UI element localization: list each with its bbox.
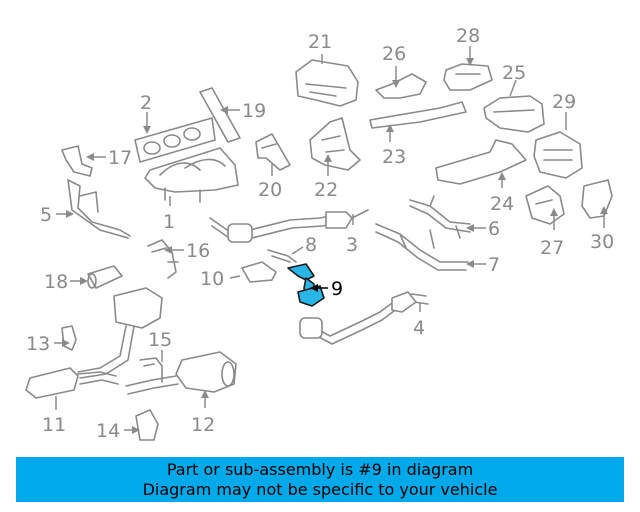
svg-text:1: 1 <box>163 211 175 233</box>
callout-1: 1 <box>163 196 175 233</box>
part-10-bracket[interactable] <box>241 261 277 283</box>
callout-29: 29 <box>552 91 576 130</box>
svg-text:6: 6 <box>488 218 500 240</box>
part-29-heat-shield[interactable] <box>533 131 583 179</box>
svg-text:25: 25 <box>502 62 526 84</box>
part-1-exhaust-manifold[interactable] <box>144 147 239 203</box>
callout-20: 20 <box>258 164 282 201</box>
svg-text:20: 20 <box>258 179 282 201</box>
callout-6: 6 <box>466 218 500 240</box>
callout-24: 24 <box>490 172 514 215</box>
callout-18: 18 <box>44 271 88 293</box>
part-17-bracket[interactable] <box>61 145 93 177</box>
callout-11: 11 <box>42 396 66 436</box>
part-18-tail-pipe-tip[interactable] <box>87 265 123 289</box>
callout-23: 23 <box>382 124 406 168</box>
callout-7: 7 <box>466 254 500 276</box>
svg-text:10: 10 <box>200 268 224 290</box>
callout-12: 12 <box>191 390 215 436</box>
part-4-intermediate-pipe[interactable] <box>299 291 429 345</box>
callout-10: 10 <box>200 268 241 290</box>
part-21-heat-shield[interactable] <box>295 59 359 107</box>
callout-26: 26 <box>382 43 406 88</box>
part-15-hanger[interactable] <box>139 357 163 383</box>
svg-text:4: 4 <box>413 317 425 339</box>
svg-text:24: 24 <box>490 193 514 215</box>
svg-text:13: 13 <box>26 333 50 355</box>
svg-text:22: 22 <box>314 179 338 201</box>
svg-text:11: 11 <box>42 414 66 436</box>
callout-16: 16 <box>164 240 210 262</box>
callout-19: 19 <box>220 100 266 122</box>
svg-text:21: 21 <box>308 31 332 53</box>
svg-text:9: 9 <box>331 278 343 300</box>
svg-text:15: 15 <box>148 329 172 351</box>
part-2-manifold-gasket[interactable] <box>134 117 216 163</box>
part-3-front-pipe[interactable] <box>209 209 369 243</box>
part-20-bracket[interactable] <box>255 133 291 171</box>
banner-line-disclaimer: Diagram may not be specific to your vehi… <box>142 479 498 499</box>
svg-text:12: 12 <box>191 414 215 436</box>
part-5-mounting-bracket[interactable] <box>67 179 131 239</box>
callout-3: 3 <box>346 214 358 256</box>
callout-30: 30 <box>590 206 614 253</box>
callout-2: 2 <box>140 92 152 134</box>
callout-21: 21 <box>308 31 332 64</box>
part-30-heat-shield[interactable] <box>581 179 613 219</box>
callout-28: 28 <box>456 25 480 66</box>
svg-text:8: 8 <box>305 234 317 256</box>
banner-line-part: Part or sub-assembly is #9 in diagram <box>166 459 474 479</box>
part-6-crossmember[interactable] <box>409 195 471 239</box>
callout-5: 5 <box>40 204 74 226</box>
svg-text:29: 29 <box>552 91 576 113</box>
svg-text:3: 3 <box>346 234 358 256</box>
svg-text:17: 17 <box>108 147 132 169</box>
info-banner: Part or sub-assembly is #9 in diagram Di… <box>16 457 624 502</box>
callout-17: 17 <box>86 147 132 169</box>
svg-text:18: 18 <box>44 271 68 293</box>
svg-text:19: 19 <box>242 100 266 122</box>
callout-4: 4 <box>413 303 425 339</box>
callout-14: 14 <box>96 420 140 442</box>
part-7-crossmember[interactable] <box>375 223 469 271</box>
part-28-heat-shield[interactable] <box>443 63 493 91</box>
svg-text:16: 16 <box>186 240 210 262</box>
part-19-heat-shield[interactable] <box>199 87 241 143</box>
svg-text:27: 27 <box>540 237 564 259</box>
part-12-rear-muffler[interactable] <box>125 351 237 395</box>
part-11-muffler-assembly[interactable] <box>25 287 163 399</box>
callout-9: 9 <box>310 278 343 300</box>
svg-text:2: 2 <box>140 92 152 114</box>
callout-25: 25 <box>502 62 526 97</box>
part-8-hanger[interactable] <box>267 249 297 263</box>
svg-text:28: 28 <box>456 25 480 47</box>
svg-text:5: 5 <box>40 204 52 226</box>
svg-text:30: 30 <box>590 231 614 253</box>
svg-text:26: 26 <box>382 43 406 65</box>
callout-13: 13 <box>26 333 70 355</box>
callout-27: 27 <box>540 208 564 259</box>
callout-15: 15 <box>148 329 172 362</box>
part-16-clamp[interactable] <box>147 239 179 279</box>
part-27-heat-shield[interactable] <box>525 185 565 225</box>
callout-22: 22 <box>314 154 338 201</box>
part-23-heat-shield[interactable] <box>369 101 467 129</box>
part-22-heat-shield[interactable] <box>309 117 361 171</box>
part-26-heat-shield[interactable] <box>375 73 427 99</box>
svg-text:7: 7 <box>488 254 500 276</box>
part-25-heat-shield[interactable] <box>483 95 545 133</box>
callout-8: 8 <box>291 234 317 256</box>
svg-text:23: 23 <box>382 146 406 168</box>
part-13-bracket[interactable] <box>61 325 77 351</box>
part-9-hanger-bracket[interactable] <box>287 263 325 307</box>
svg-text:14: 14 <box>96 420 120 442</box>
part-24-tunnel-heat-shield[interactable] <box>435 139 527 185</box>
exhaust-parts-diagram: 1 2 3 4 5 6 7 8 9 10 11 <box>25 25 614 442</box>
part-14-bracket[interactable] <box>135 409 159 441</box>
